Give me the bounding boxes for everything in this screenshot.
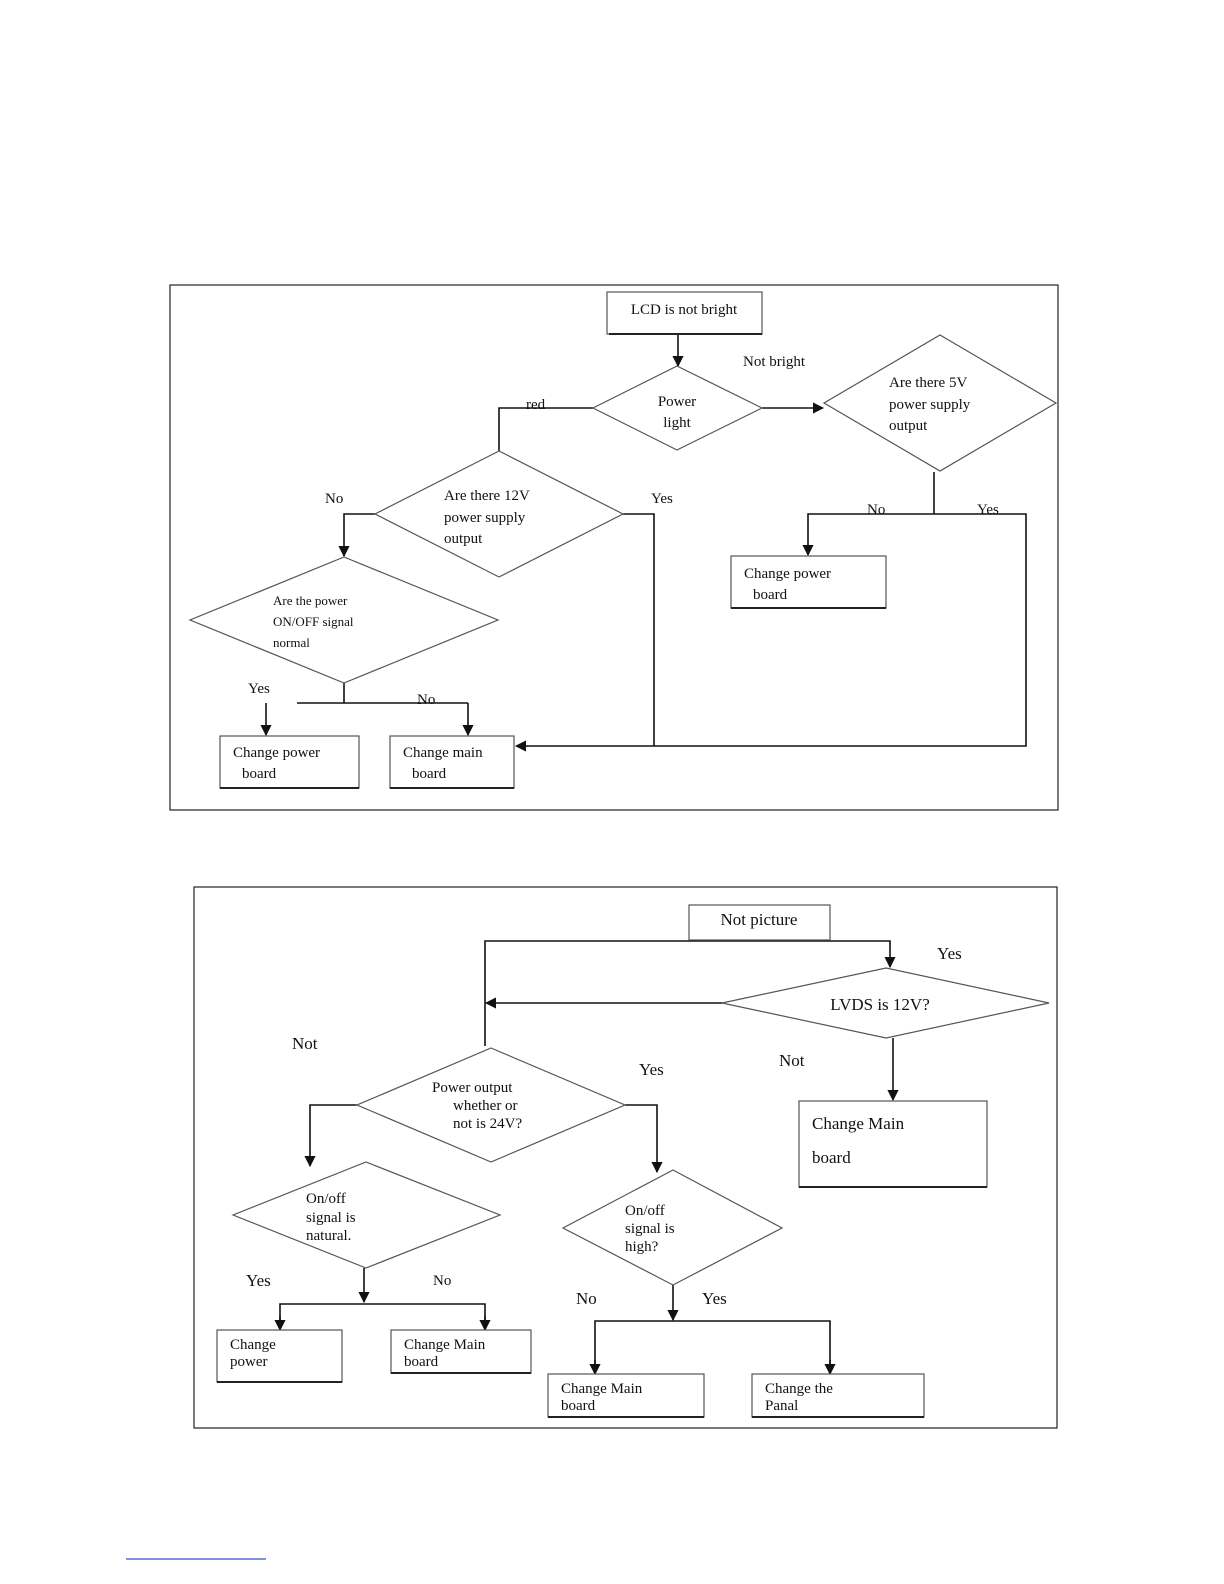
svg-text:Power output: Power output xyxy=(432,1080,513,1096)
start-box: LCD is not bright xyxy=(606,291,763,335)
yes-onoff-label: Yes xyxy=(248,681,270,697)
svg-text:Change the: Change the xyxy=(765,1381,833,1397)
svg-text:Change: Change xyxy=(230,1337,276,1353)
diagram-lcd-not-bright: LCD is not bright Power light Not bright… xyxy=(169,284,1059,811)
svg-text:signal is: signal is xyxy=(625,1221,675,1237)
svg-text:Change main: Change main xyxy=(403,745,483,761)
svg-text:board: board xyxy=(242,766,277,782)
svg-text:Change Main: Change Main xyxy=(561,1381,643,1397)
yes-5v-label: Yes xyxy=(977,502,999,518)
svg-text:Power: Power xyxy=(658,394,696,410)
svg-text:not is 24V?: not is 24V? xyxy=(453,1116,523,1132)
change-main-box-right: Change Main board xyxy=(798,1100,988,1188)
svg-text:Change Main: Change Main xyxy=(404,1337,486,1353)
svg-text:Are there 5V: Are there 5V xyxy=(889,375,967,391)
connectors xyxy=(274,940,899,1376)
svg-text:high?: high? xyxy=(625,1239,659,1255)
svg-text:board: board xyxy=(753,587,788,603)
yes-12v-label: Yes xyxy=(651,491,673,507)
no-onoff-label: No xyxy=(417,692,435,708)
svg-text:signal is: signal is xyxy=(306,1210,356,1226)
svg-text:light: light xyxy=(663,415,691,431)
12v-decision: Are there 12V power supply output xyxy=(373,450,625,578)
svg-text:board: board xyxy=(404,1354,439,1370)
no-5v-label: No xyxy=(867,502,885,518)
svg-text:Are the power: Are the power xyxy=(273,593,348,608)
change-main-box: Change main board xyxy=(389,735,515,789)
change-power-box-left: Change power board xyxy=(219,735,360,789)
onoff-decision: Are the power ON/OFF signal normal xyxy=(188,556,500,684)
yes-top-label: Yes xyxy=(937,944,962,963)
power-light-decision: Power light xyxy=(591,365,764,451)
change-main-box-bottom: Change Main board xyxy=(547,1373,705,1418)
no-high-label: No xyxy=(576,1289,597,1308)
24v-decision: Power output whether or not is 24V? xyxy=(355,1047,627,1163)
5v-decision: Are there 5V power supply output xyxy=(822,334,1058,472)
onoff-natural-decision: On/off signal is natural. xyxy=(231,1161,502,1269)
diagram-frame xyxy=(193,886,1058,1429)
svg-text:LVDS is 12V?: LVDS is 12V? xyxy=(830,995,930,1014)
svg-text:Panal: Panal xyxy=(765,1398,798,1414)
svg-text:whether or: whether or xyxy=(453,1098,518,1114)
change-main-box-left: Change Main board xyxy=(390,1329,532,1374)
svg-text:ON/OFF signal: ON/OFF signal xyxy=(273,614,354,629)
diagram-frame xyxy=(169,284,1059,811)
svg-text:board: board xyxy=(412,766,447,782)
change-panal-box: Change the Panal xyxy=(751,1373,925,1418)
no-natural-label: No xyxy=(433,1273,451,1289)
red-label: red xyxy=(526,397,546,413)
svg-text:normal: normal xyxy=(273,635,310,650)
svg-text:output: output xyxy=(889,418,928,434)
svg-text:natural.: natural. xyxy=(306,1228,351,1244)
svg-text:On/off: On/off xyxy=(625,1203,665,1219)
not-picture-box: Not picture xyxy=(688,904,831,941)
svg-text:board: board xyxy=(812,1148,851,1167)
not-bright-label: Not bright xyxy=(743,354,806,370)
svg-text:output: output xyxy=(444,531,483,547)
svg-text:Change power: Change power xyxy=(233,745,320,761)
yes-24v-label: Yes xyxy=(639,1060,664,1079)
start-label: LCD is not bright xyxy=(631,302,738,318)
svg-text:Not picture: Not picture xyxy=(721,910,798,929)
yes-high-label: Yes xyxy=(702,1289,727,1308)
yes-natural-label: Yes xyxy=(246,1271,271,1290)
not-left-label: Not xyxy=(292,1034,318,1053)
lvds-decision: LVDS is 12V? xyxy=(721,967,1050,1039)
svg-text:Change Main: Change Main xyxy=(812,1114,905,1133)
diagram-not-picture: Not picture Yes LVDS is 12V? Not Not Cha… xyxy=(193,886,1058,1429)
change-power-box: Change power xyxy=(216,1329,343,1383)
svg-text:power supply: power supply xyxy=(444,510,526,526)
svg-text:On/off: On/off xyxy=(306,1191,346,1207)
svg-text:power: power xyxy=(230,1354,268,1370)
svg-text:board: board xyxy=(561,1398,596,1414)
not-right-label: Not xyxy=(779,1051,805,1070)
connectors xyxy=(260,335,1027,752)
onoff-high-decision: On/off signal is high? xyxy=(561,1169,784,1286)
svg-text:Are there 12V: Are there 12V xyxy=(444,488,530,504)
svg-text:power supply: power supply xyxy=(889,397,971,413)
change-power-box-right: Change power board xyxy=(730,555,887,609)
svg-text:Change power: Change power xyxy=(744,566,831,582)
no-12v-label: No xyxy=(325,491,343,507)
